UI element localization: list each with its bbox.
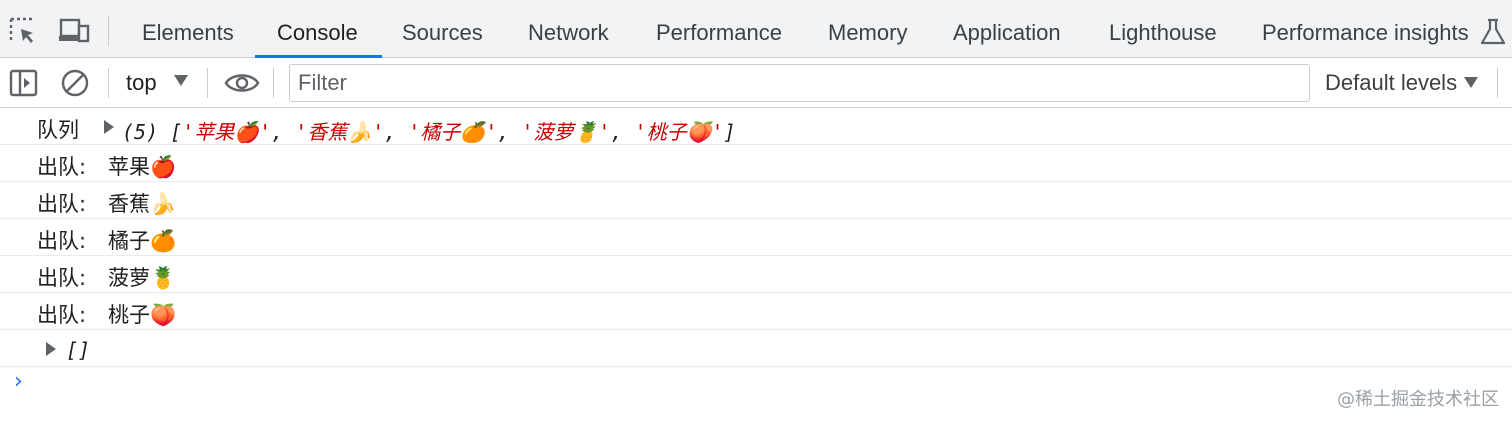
console-message: 出队: 香蕉🍌 xyxy=(0,182,1512,219)
log-value: 香蕉🍌 xyxy=(108,192,177,216)
clear-console-icon[interactable] xyxy=(60,68,90,98)
active-tab-indicator xyxy=(255,55,382,58)
toolbar-separator xyxy=(207,68,208,98)
console-message: 出队: 桃子🍑 xyxy=(0,293,1512,330)
tab-sources[interactable]: Sources xyxy=(402,20,483,45)
log-label: 出队: xyxy=(37,229,87,253)
array-open-bracket: [ xyxy=(170,120,183,144)
array-separator: , xyxy=(497,120,510,144)
array-item: '桃子🍑' xyxy=(634,120,724,144)
tab-lighthouse[interactable]: Lighthouse xyxy=(1109,20,1217,45)
console-message: 队列 (5) ['苹果🍎', '香蕉🍌', '橘子🍊', '菠萝🍍', '桃子🍑… xyxy=(0,108,1512,145)
device-toolbar-icon[interactable] xyxy=(58,16,90,46)
log-value: 苹果🍎 xyxy=(108,155,177,179)
tab-performance[interactable]: Performance xyxy=(656,20,782,45)
chevron-down-icon[interactable] xyxy=(1464,77,1478,88)
array-separator: , xyxy=(271,120,284,144)
toolbar-separator xyxy=(273,68,274,98)
array-separator: , xyxy=(610,120,623,144)
array-preview[interactable]: (5) ['苹果🍎', '香蕉🍌', '橘子🍊', '菠萝🍍', '桃子🍑'] xyxy=(122,116,736,145)
tab-elements[interactable]: Elements xyxy=(142,20,234,45)
live-expression-eye-icon[interactable] xyxy=(224,68,260,98)
log-value: 橘子🍊 xyxy=(108,229,177,253)
console-toolbar: top Default levels xyxy=(0,58,1512,108)
chevron-down-icon[interactable] xyxy=(174,75,188,86)
array-separator: , xyxy=(384,120,397,144)
log-label: 出队: xyxy=(37,266,87,290)
log-value: 桃子🍑 xyxy=(108,303,177,327)
devtools-tabbar: Elements Console Sources Network Perform… xyxy=(0,0,1512,58)
tab-memory[interactable]: Memory xyxy=(828,20,908,45)
tabbar-separator xyxy=(108,16,109,46)
toolbar-separator xyxy=(1497,68,1498,98)
empty-array[interactable]: [] xyxy=(66,338,91,362)
log-label: 出队: xyxy=(37,192,87,216)
tab-application[interactable]: Application xyxy=(953,20,1061,45)
log-value: 菠萝🍍 xyxy=(108,266,177,290)
toolbar-separator xyxy=(108,68,109,98)
watermark: @稀土掘金技术社区 xyxy=(1337,389,1499,410)
tab-console[interactable]: Console xyxy=(277,20,358,45)
inspect-element-icon[interactable] xyxy=(8,16,38,46)
log-label: 出队: xyxy=(37,303,87,327)
console-message: 出队: 菠萝🍍 xyxy=(0,256,1512,293)
tab-performance-insights[interactable]: Performance insights xyxy=(1262,20,1469,45)
array-length: (5) xyxy=(122,120,159,144)
array-close-bracket: ] xyxy=(723,120,736,144)
log-label: 队列 xyxy=(37,118,79,142)
log-label: 出队: xyxy=(37,155,87,179)
log-levels-dropdown[interactable]: Default levels xyxy=(1325,70,1458,95)
console-message: 出队: 橘子🍊 xyxy=(0,219,1512,256)
context-selector[interactable]: top xyxy=(126,70,157,95)
tab-network[interactable]: Network xyxy=(528,20,609,45)
flask-icon xyxy=(1480,18,1510,48)
console-message: [] xyxy=(0,330,1512,367)
filter-input[interactable] xyxy=(289,64,1310,102)
array-item: '橘子🍊' xyxy=(408,120,498,144)
expand-triangle-icon[interactable] xyxy=(46,342,56,356)
array-item: '苹果🍎' xyxy=(182,120,272,144)
array-item: '香蕉🍌' xyxy=(295,120,385,144)
array-item: '菠萝🍍' xyxy=(521,120,611,144)
console-message: 出队: 苹果🍎 xyxy=(0,145,1512,182)
console-prompt-icon[interactable]: › xyxy=(14,369,23,394)
show-sidebar-icon[interactable] xyxy=(9,68,39,98)
expand-triangle-icon[interactable] xyxy=(104,120,114,134)
